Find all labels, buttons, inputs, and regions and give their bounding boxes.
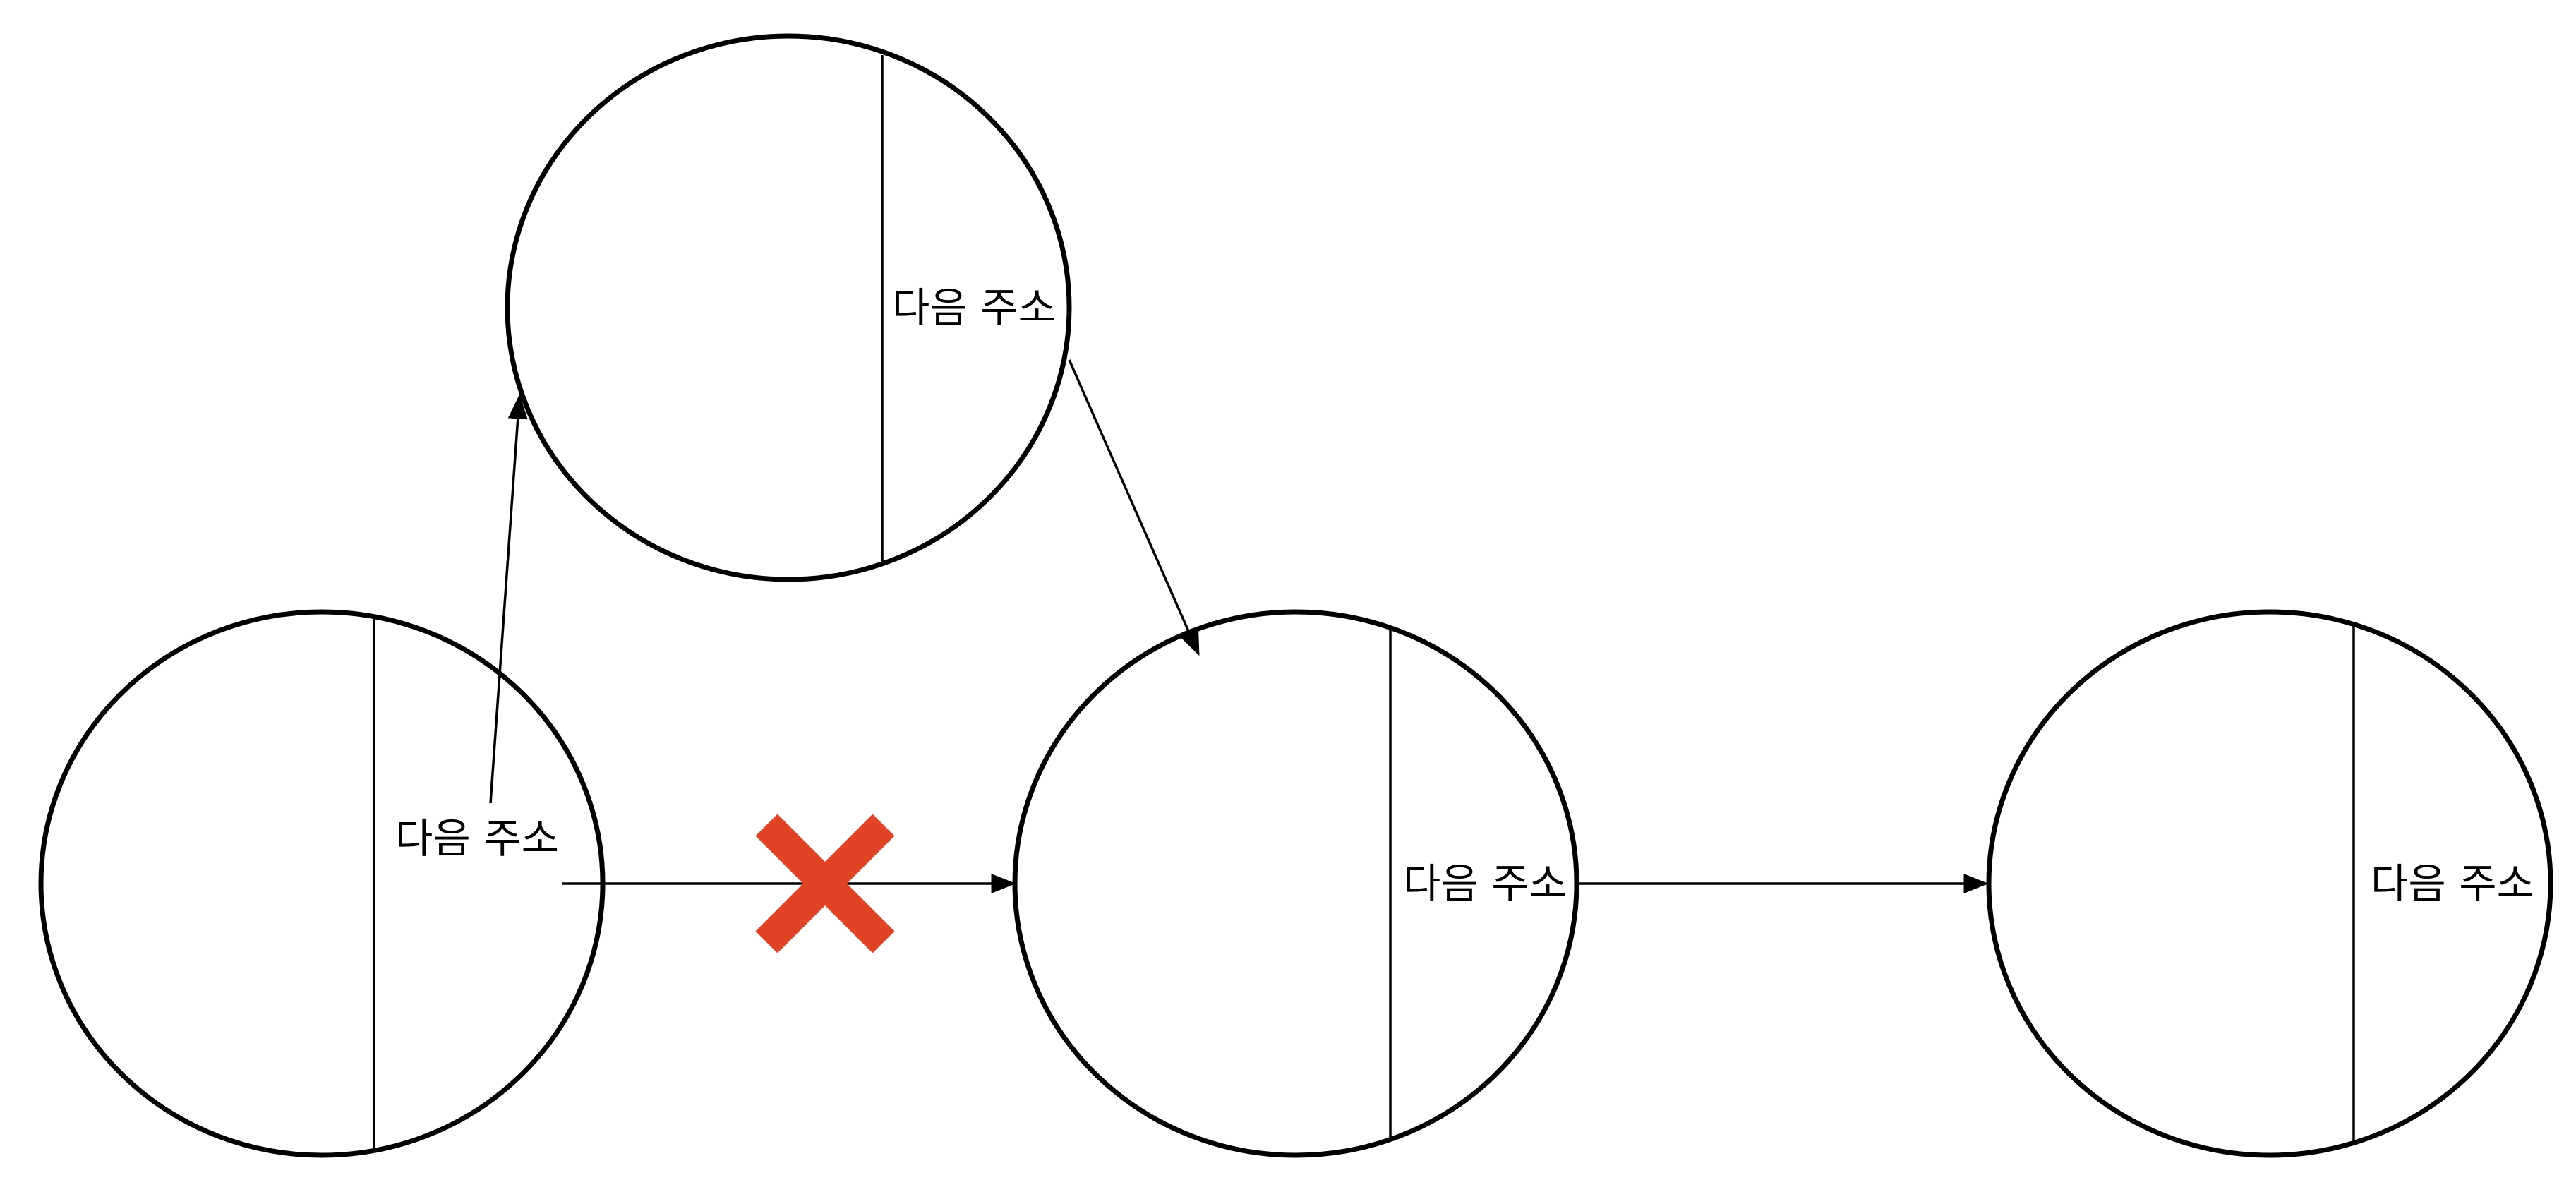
node-a-next-address-label: 다음 주소: [395, 814, 559, 862]
cross-mark-icon: [755, 814, 895, 953]
node-b: 다음 주소: [1012, 609, 1579, 1158]
node-b-next-address-label: 다음 주소: [1403, 860, 1567, 908]
node-c-body: [1986, 609, 2553, 1158]
node-top-next-address-label: 다음 주소: [892, 284, 1056, 332]
node-a-body: [38, 609, 606, 1158]
node-c: 다음 주소: [1986, 609, 2553, 1158]
node-a: 다음 주소: [38, 609, 606, 1158]
node-top-body: [505, 33, 1072, 582]
cross-mark-stroke-2: [755, 814, 895, 953]
edge-node-top-to-node-b: [1068, 359, 1200, 656]
node-top: 다음 주소: [505, 33, 1072, 582]
edge-node-a-to-node-top: [489, 394, 528, 804]
node-c-next-address-label: 다음 주소: [2371, 860, 2534, 908]
